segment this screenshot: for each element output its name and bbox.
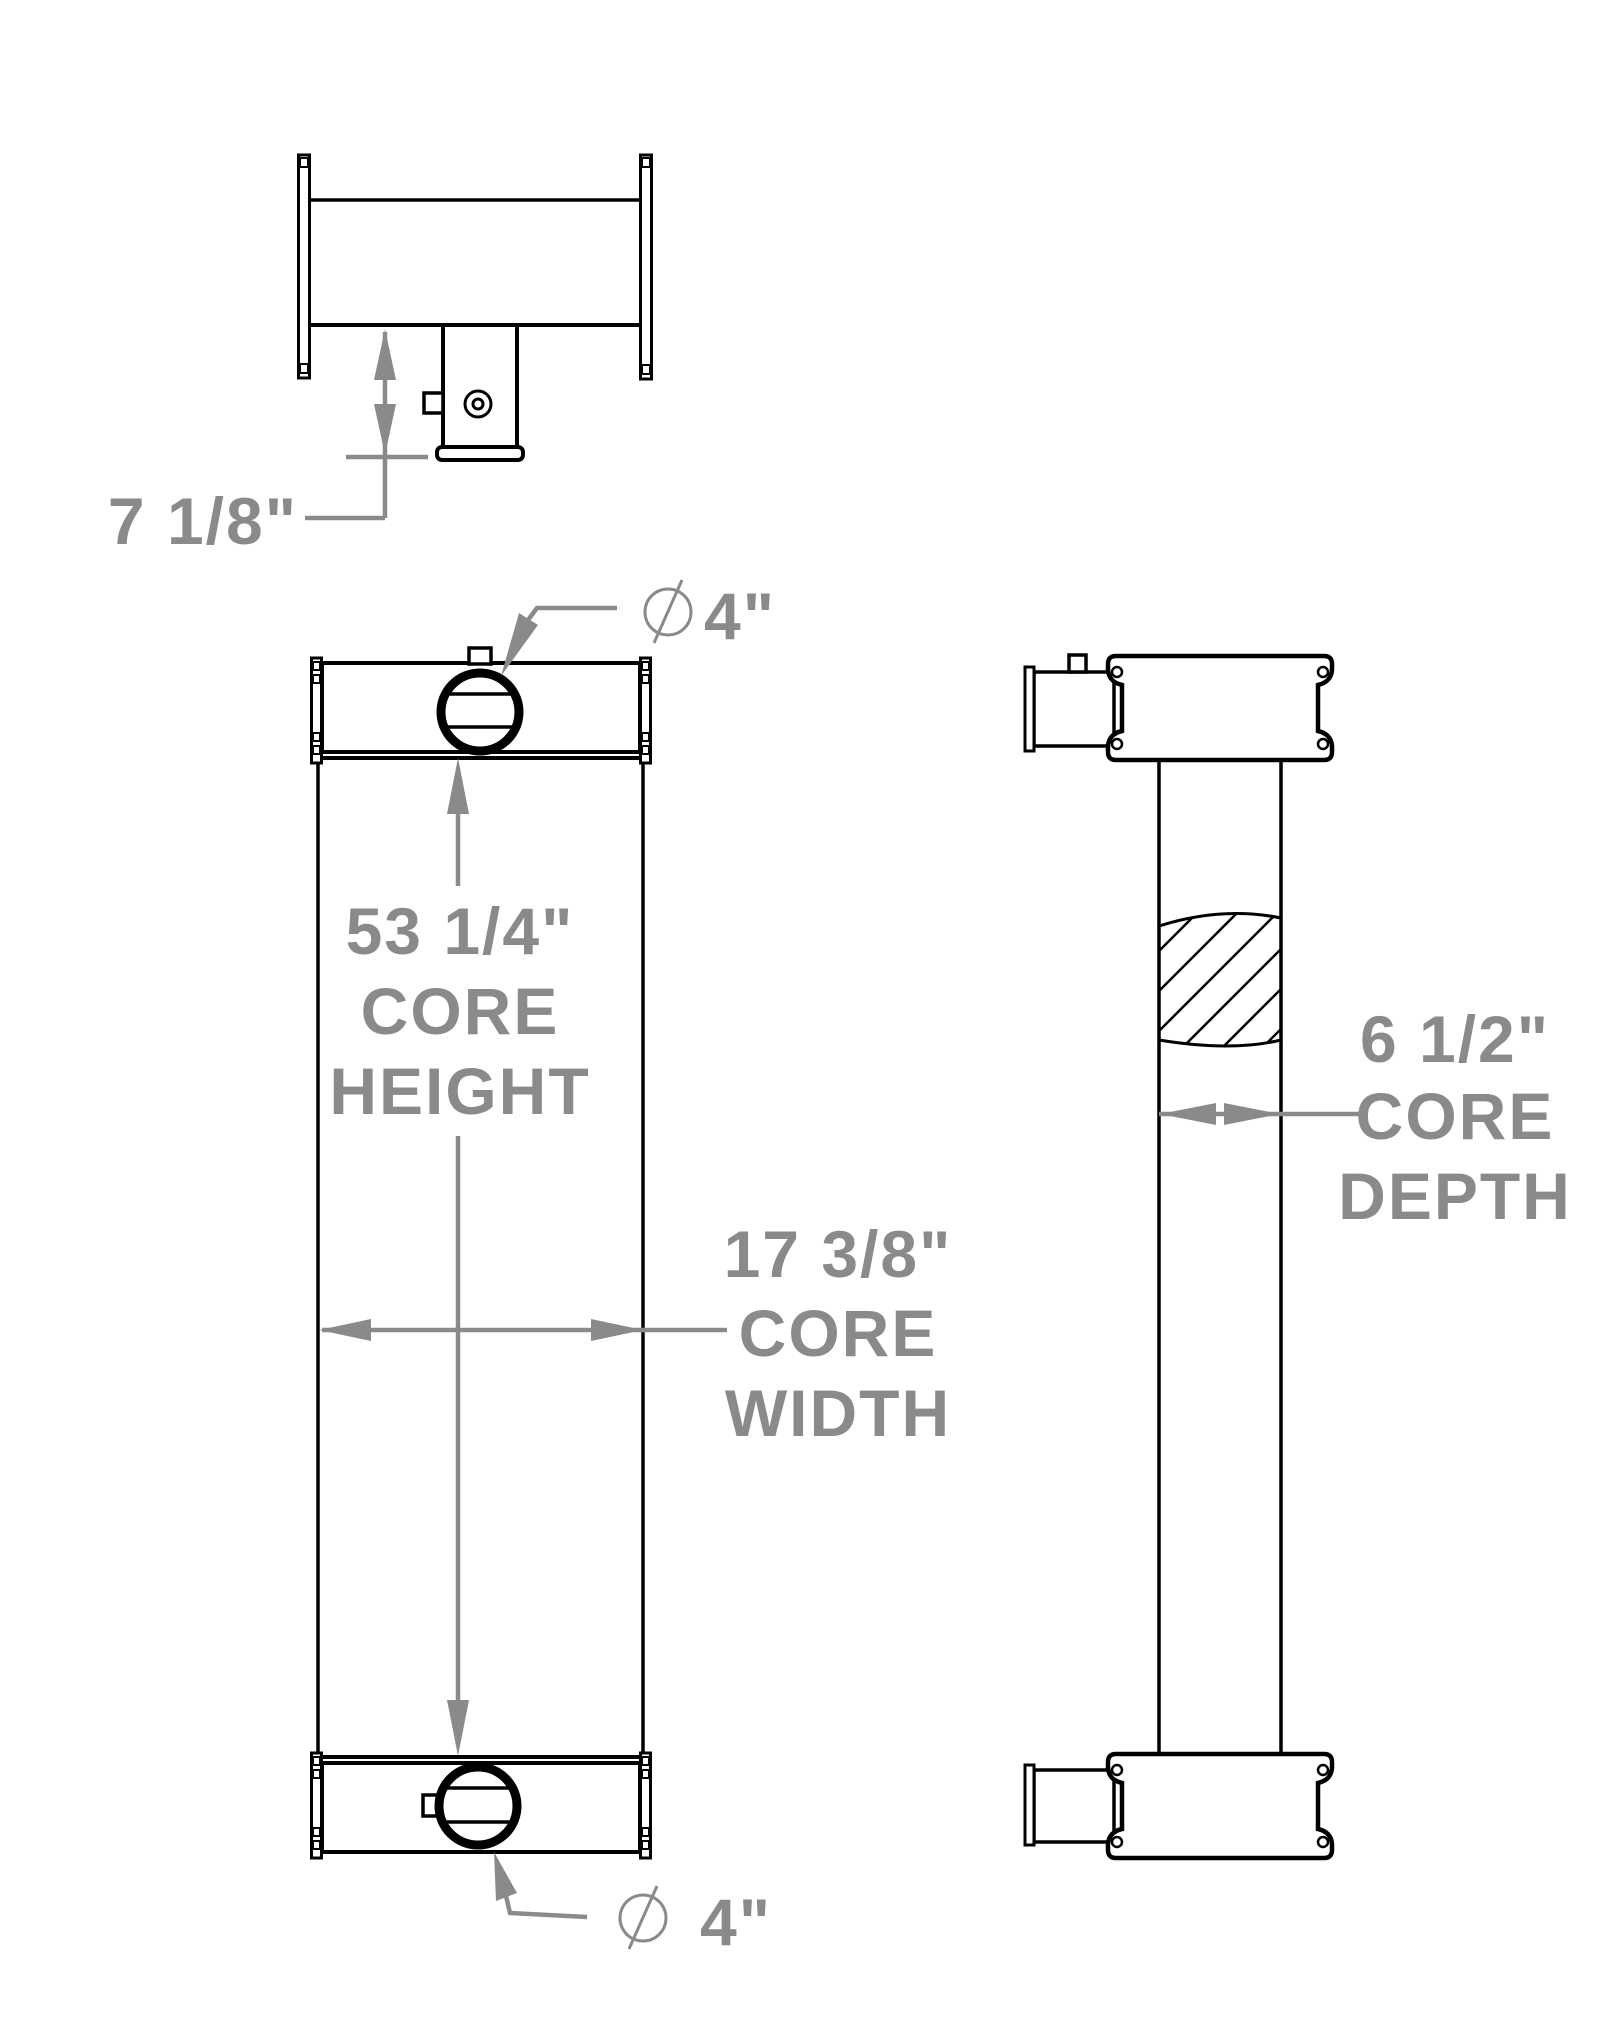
core-width-label-width: WIDTH	[725, 1376, 951, 1450]
leader-line	[503, 1895, 588, 1920]
arrowhead-right	[591, 1319, 643, 1341]
bottom-port-callout: 4"	[494, 1852, 772, 1959]
mount-plate	[1105, 1751, 1335, 1861]
core-depth-label-depth: DEPTH	[1338, 1159, 1572, 1233]
leader-line	[526, 605, 617, 622]
offset-dimension: 7 1/8"	[108, 329, 428, 558]
stub-flange	[1023, 1763, 1036, 1847]
core-depth-dimension: 6 1/2" CORE DEPTH	[1159, 1002, 1572, 1233]
tank-stub	[1032, 1768, 1116, 1844]
offset-dimension-label: 7 1/8"	[108, 484, 298, 558]
side-view: 6 1/2" CORE DEPTH	[1023, 653, 1572, 1861]
top-bracket	[1023, 653, 1335, 763]
core-height-dimension: 53 1/4" CORE HEIGHT	[329, 758, 590, 1756]
arrowhead-right	[1224, 1103, 1280, 1125]
top-tank-right-flange	[639, 656, 652, 765]
inlet-port	[436, 668, 524, 756]
bolt-hole	[1316, 737, 1330, 751]
bolt-hole	[1110, 737, 1124, 751]
fitting-flange	[435, 445, 525, 462]
core-depth-value: 6 1/2"	[1360, 1002, 1550, 1076]
break-top-curve	[1157, 912, 1283, 928]
front-view: 53 1/4" CORE HEIGHT 17 3/8" CORE WIDTH 4…	[310, 579, 953, 1959]
core-width-label-core: CORE	[739, 1296, 938, 1370]
break-bottom-curve	[1157, 1038, 1283, 1048]
arrowhead-down	[447, 1700, 469, 1756]
fitting-tab	[422, 391, 445, 415]
bolt-hole	[1110, 1763, 1124, 1777]
mount-plate	[1105, 653, 1335, 763]
arrowhead-down	[374, 404, 396, 455]
hatch-lines	[1159, 913, 1281, 1046]
bolt-hole	[1316, 1763, 1330, 1777]
core-width-dimension: 17 3/8" CORE WIDTH	[319, 1217, 953, 1450]
bottom-tank-left-flange	[310, 1751, 323, 1860]
leader-arrowhead	[494, 1852, 517, 1901]
top-tank-left-flange	[310, 656, 323, 765]
outlet-port	[434, 1762, 522, 1850]
left-flange	[297, 153, 311, 380]
top-port-diameter-value: 4"	[704, 579, 776, 653]
core-depth-label-core: CORE	[1356, 1079, 1555, 1153]
diameter-icon	[643, 579, 693, 644]
bolt-hole	[1316, 1835, 1330, 1849]
section-break	[1157, 912, 1283, 1048]
tank-stub	[1032, 670, 1116, 748]
stub-tab	[1067, 653, 1088, 674]
port-tab	[467, 646, 493, 666]
core-height-label-core: CORE	[361, 974, 560, 1048]
top-tank	[310, 646, 652, 765]
arrowhead-left	[1160, 1103, 1216, 1125]
bolt-inner-circle	[471, 397, 485, 411]
bottom-tank	[310, 1751, 652, 1860]
core-height-value: 53 1/4"	[346, 894, 575, 968]
pipe-fitting	[422, 323, 525, 462]
core-width-value: 17 3/8"	[724, 1217, 953, 1291]
bolt-hole	[1316, 665, 1330, 679]
arrowhead-up	[374, 329, 396, 380]
bolt-hole	[1110, 1835, 1124, 1849]
right-flange	[639, 153, 653, 381]
arrowhead-left	[319, 1319, 371, 1341]
top-port-callout: 4"	[501, 579, 776, 676]
bolt-outer-circle	[463, 389, 493, 419]
bottom-tank-right-flange	[639, 1751, 652, 1860]
stub-flange	[1023, 665, 1036, 753]
arrowhead-up	[447, 758, 469, 814]
bottom-bracket	[1023, 1751, 1335, 1861]
bottom-port-diameter-value: 4"	[700, 1885, 772, 1959]
bolt-hole	[1110, 665, 1124, 679]
top-view: 7 1/8"	[108, 153, 653, 558]
core	[316, 756, 645, 1759]
leader-arrowhead	[501, 613, 538, 676]
core-side	[1157, 758, 1283, 1756]
diameter-icon	[618, 1885, 668, 1950]
core-height-label-height: HEIGHT	[329, 1054, 590, 1128]
